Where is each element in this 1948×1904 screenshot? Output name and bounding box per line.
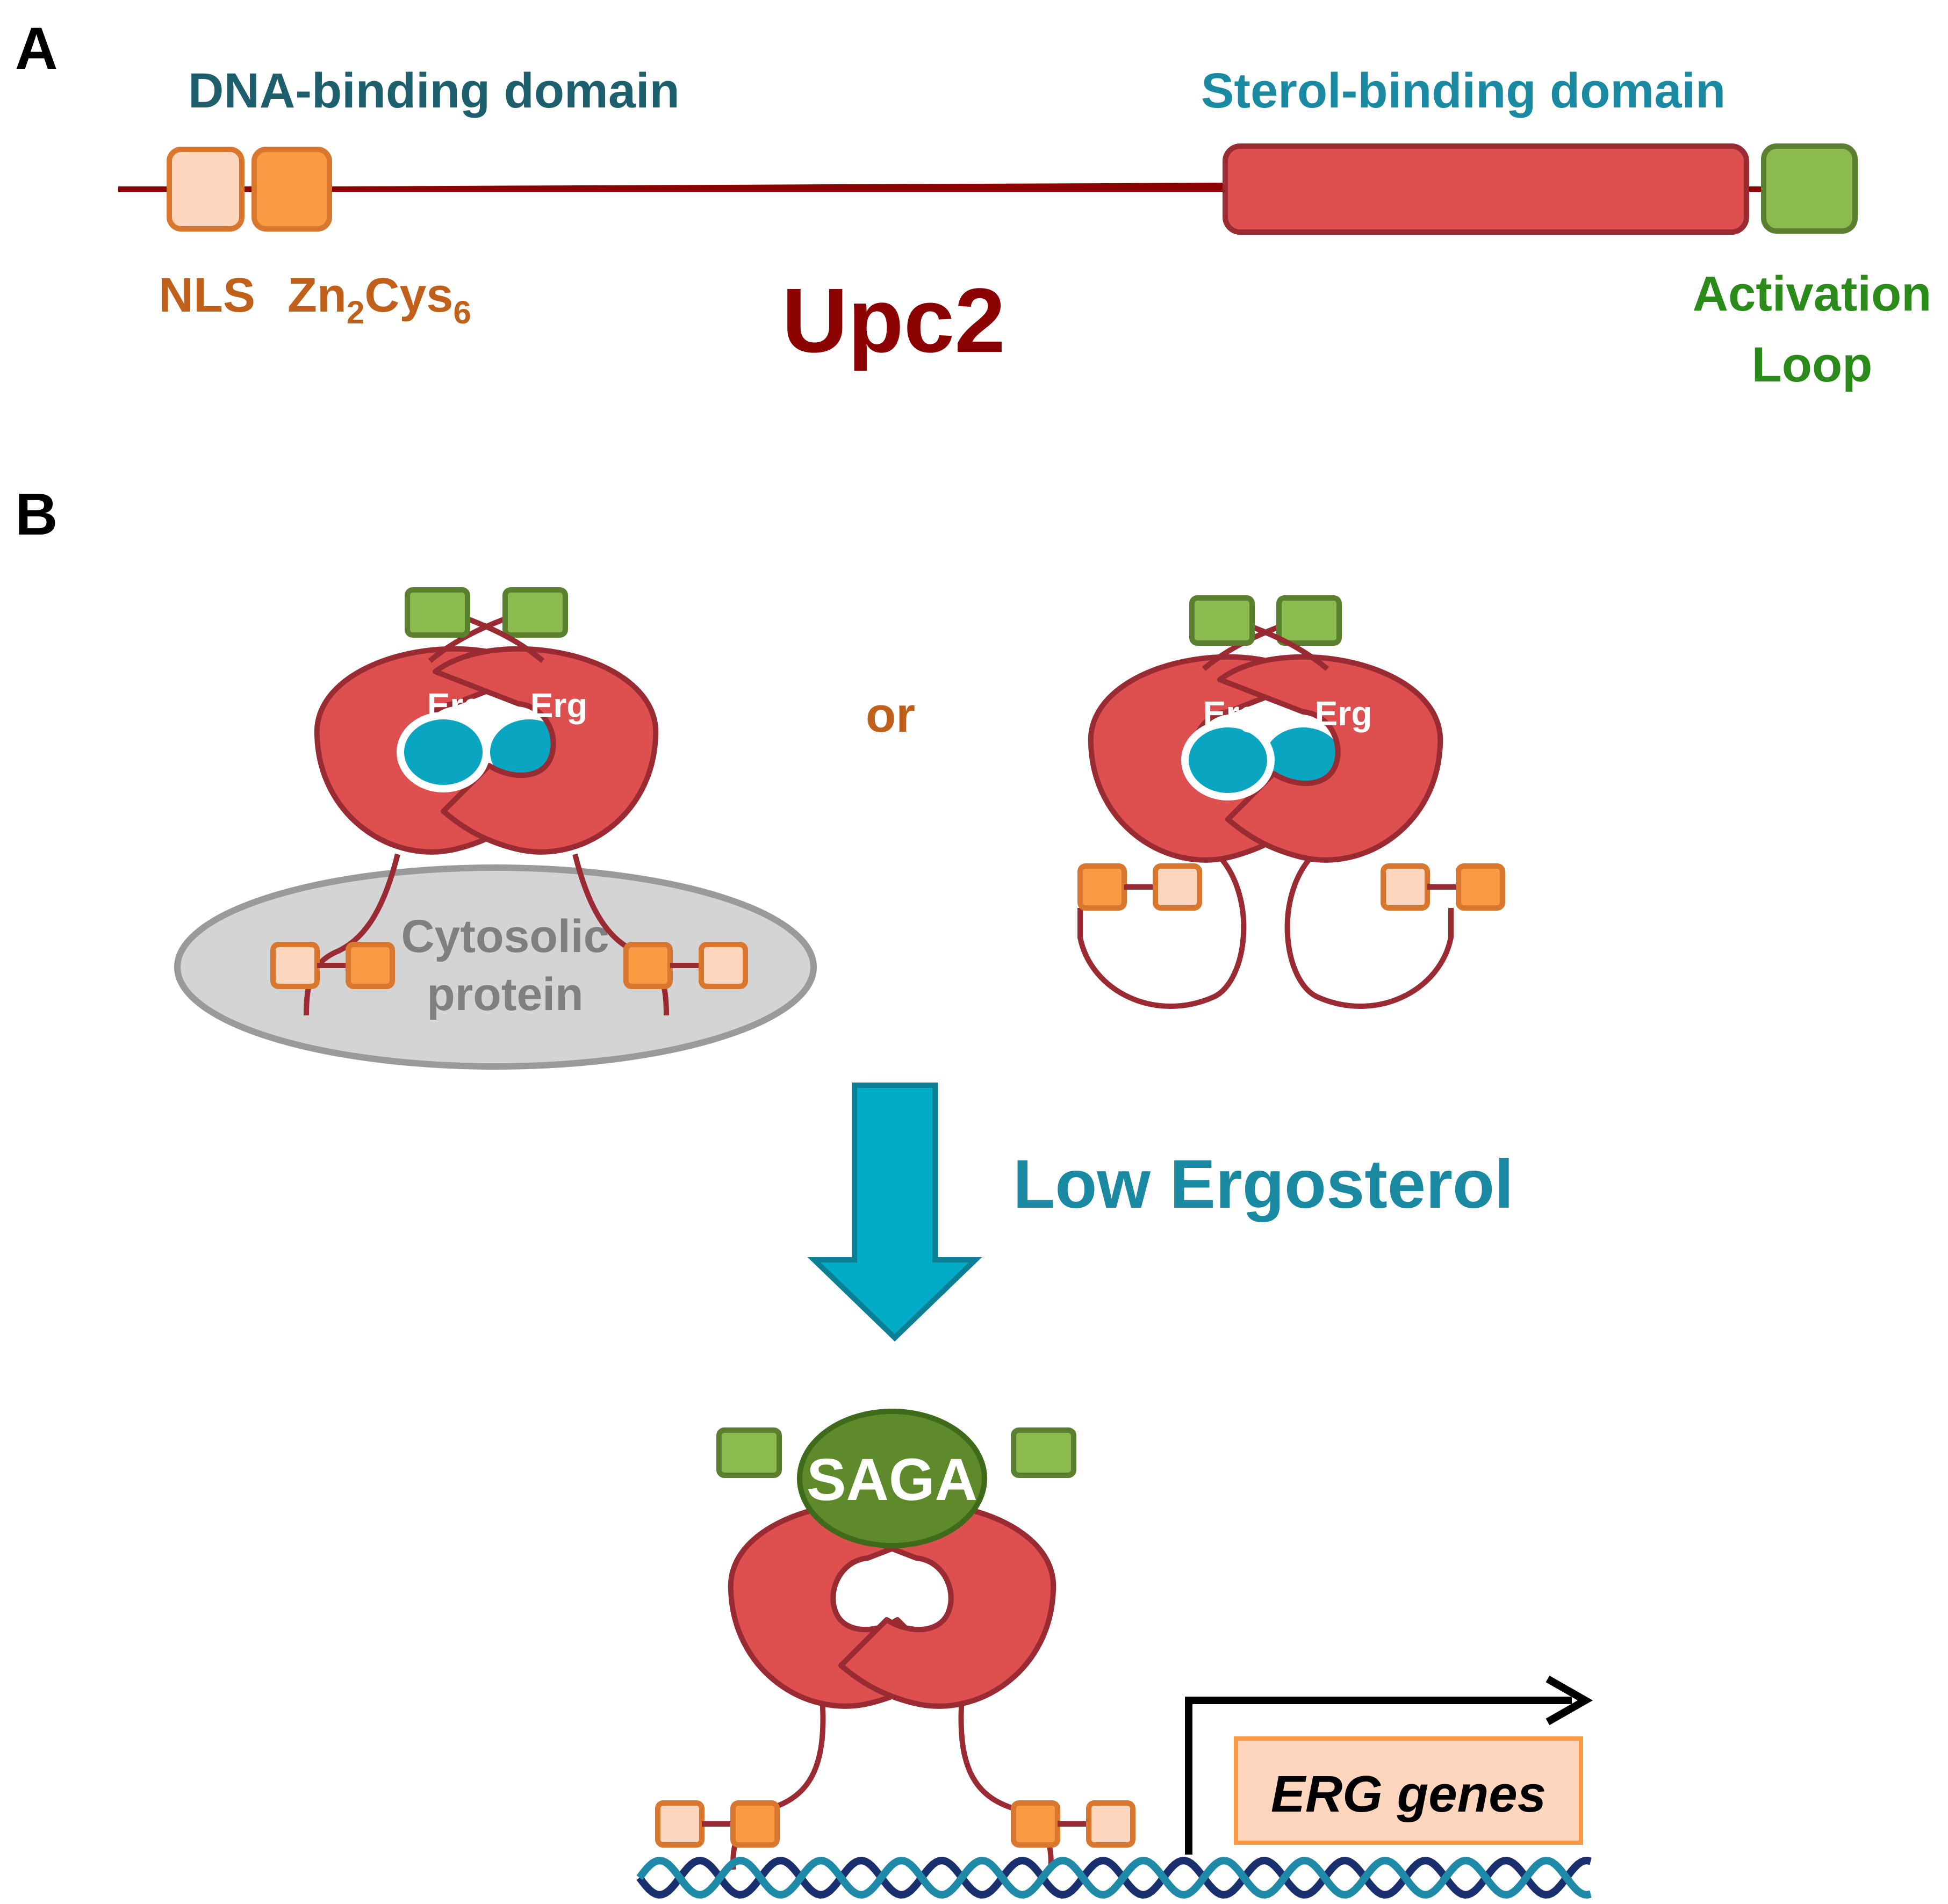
erg-label: Erg [427,686,485,725]
nls-zn-pair-active-a [658,1803,777,1845]
erg-genes-label: ERG genes [1271,1765,1546,1823]
erg-label: Erg [1315,694,1372,733]
sterol-binding-box [1223,143,1749,235]
sterol-binding-domain-title: Sterol-binding domain [1201,63,1726,118]
dna-strand-a [636,1857,1592,1899]
dna-binding-domain-title: DNA-binding domain [188,63,680,118]
erg-label: Erg [530,686,588,725]
low-ergosterol-label: Low Ergosterol [1013,1146,1514,1223]
activation-loop-label-line1: Activation [1693,266,1932,321]
cytosolic-label-line2: protein [427,969,583,1020]
zn-nls-pair-active-b [1013,1803,1133,1845]
cytosolic-label-line1: Cytosolic [401,911,609,962]
nls-box [167,147,245,232]
dna-strand-b [636,1857,1592,1899]
dna-double-helix [636,1857,1592,1899]
down-arrow [807,1083,982,1342]
upc2-protomer-right-b [1185,598,1454,1009]
upc2-protein-name: Upc2 [782,270,1005,372]
nls-zn-pair-right-b [1383,866,1503,908]
activation-loop-box [1011,1427,1076,1478]
upc2-backbone-tilt [322,183,1231,192]
or-label: or [866,688,915,742]
panel-b-letter: B [15,481,57,547]
panel-a-letter: A [15,16,57,82]
activation-loop-box [1761,143,1858,234]
zn-nls-pair-right-a [1080,866,1199,908]
activation-loop-label-line2: Loop [1752,337,1873,392]
cytosolic-protein [174,864,817,1070]
transcription-arrowhead [1546,1675,1593,1726]
activation-loop-box [716,1427,782,1478]
nls-label: NLS [159,269,255,322]
saga-label: SAGA [807,1447,977,1513]
erg-label: Erg [1203,694,1261,733]
saga-complex [797,1409,987,1548]
zn2cys6-label: Zn2Cys6 [287,269,471,330]
upc2-protomer-right-a [1077,598,1346,1009]
transcription-start-arrow [1185,1697,1572,1855]
zn2cys6-box [251,147,332,232]
erg-genes-box [1234,1736,1583,1845]
